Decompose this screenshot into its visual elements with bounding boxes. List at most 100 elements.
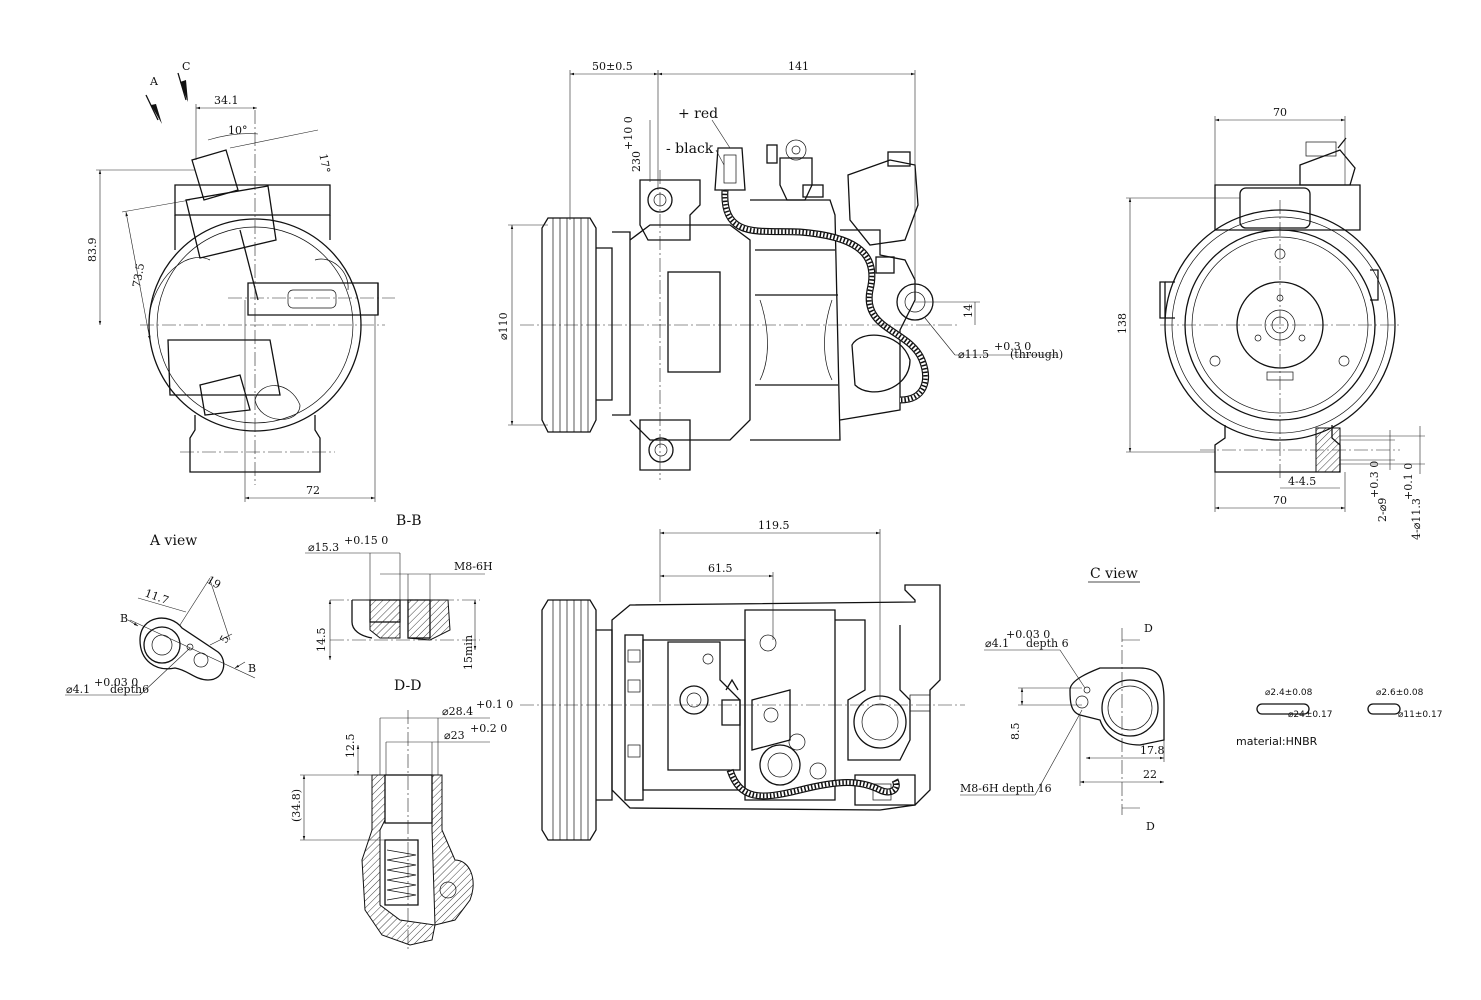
dim-4-4-5: 4-4.5 — [1280, 475, 1340, 489]
wire-labels: + red - black — [666, 106, 731, 166]
dim-15min: 15min — [462, 600, 477, 670]
dim-15-3-tol: +0.15 0 — [344, 534, 388, 547]
dim-22-label: 22 — [1143, 768, 1157, 781]
front-view: + red - black 50±0.5 141 230 +10 0 ⌀110 — [497, 60, 1063, 480]
a-view-title: A view — [149, 533, 197, 549]
dim-11-7-label: 11.7 — [143, 587, 170, 608]
dim-11-7: 11.7 — [137, 587, 187, 613]
dim-34-1: 34.1 — [195, 94, 257, 160]
dim-12-5-label: 12.5 — [344, 734, 357, 759]
dim-11-5-tol: +0.3 0 — [994, 340, 1031, 353]
dim-61-5-label: 61.5 — [708, 562, 733, 575]
dim-230-tol: +10 0 — [622, 116, 635, 150]
dim-61-5: 61.5 — [660, 562, 774, 640]
dim-4-1-c: ⌀4.1 +0.03 0 depth 6 — [984, 628, 1086, 689]
c-view-detail: C view D D ⌀4.1 +0.03 0 depth 6 8.5 17.8 — [960, 566, 1165, 833]
dim-4-1-a: ⌀4.1 +0.03 0 depth6 — [65, 647, 191, 696]
pulley-top — [541, 599, 613, 841]
dim-110-label: ⌀110 — [497, 312, 510, 340]
dim-110: ⌀110 — [497, 224, 548, 426]
end-view: 70 138 4-4.5 70 2-⌀9 +0.3 0 — [1116, 106, 1425, 540]
dim-119-5: 119.5 — [659, 519, 881, 700]
dim-4-1-c-tol: +0.03 0 — [1006, 628, 1050, 641]
view-arrow-a: A — [145, 75, 162, 124]
dim-8-5: 8.5 — [1009, 687, 1082, 741]
dim-m8-c-label: M8-6H depth 16 — [960, 782, 1052, 795]
dim-4-11-3-tol: +0.1 0 — [1402, 463, 1415, 500]
dim-17-8: 17.8 — [1086, 740, 1165, 762]
dim-14-label: 14 — [962, 304, 975, 318]
dim-50-label: 50±0.5 — [592, 60, 633, 73]
section-bb: B-B ⌀15.3 +0.15 0 M8-6H 14.5 15min — [305, 513, 493, 670]
dim-15min-label: 15min — [462, 635, 475, 670]
dim-70-bot-label: 70 — [1273, 494, 1287, 507]
dim-17deg: 17° — [229, 129, 333, 174]
material-note: material:HNBR — [1236, 735, 1318, 748]
dim-73-5: 73.5 — [121, 199, 191, 341]
dim-17deg-label: 17° — [316, 153, 332, 174]
view-arrow-c: C — [177, 60, 190, 102]
dim-34-8-label: (34.8) — [290, 789, 303, 822]
dim-m8-c: M8-6H depth 16 — [960, 709, 1083, 796]
dim-m8-bb-label: M8-6H — [454, 560, 493, 573]
mark-d1: D — [1144, 622, 1153, 635]
dim-23-tol: +0.2 0 — [470, 722, 507, 735]
dim-22: 22 — [1079, 715, 1164, 786]
label-arrow-a: A — [149, 75, 159, 88]
dim-4-1-a-tol: +0.03 0 — [94, 676, 138, 689]
side-view: A C — [86, 60, 395, 502]
dim-230-label: 230 — [630, 151, 643, 172]
dim-4-1-a-label: ⌀4.1 — [66, 683, 90, 696]
dim-70-top-label: 70 — [1273, 106, 1287, 119]
dim-138-label: 138 — [1116, 313, 1129, 334]
dim-19-label: 19 — [205, 573, 224, 591]
o-ring-1-inner: ⌀2.4±0.08 — [1265, 688, 1313, 698]
top-view: 119.5 61.5 — [520, 519, 965, 841]
dim-4-1-c-note: depth 6 — [1026, 637, 1069, 650]
dim-119-5-label: 119.5 — [758, 519, 790, 532]
dim-34-1-label: 34.1 — [214, 94, 239, 107]
dim-17-8-label: 17.8 — [1140, 744, 1165, 757]
section-dd: D-D ⌀28.4 +0.1 0 ⌀23 +0.2 0 12.5 — [290, 678, 513, 950]
dim-11-5-note: (through) — [1010, 348, 1063, 361]
dim-28-4-tol: +0.1 0 — [476, 698, 513, 711]
dim-70-bot: 70 — [1214, 472, 1346, 512]
mark-d2: D — [1146, 820, 1155, 833]
mark-b1: B — [120, 612, 128, 625]
o-ring-1: ⌀2.4±0.08 ⌀24±0.17 — [1256, 688, 1332, 720]
o-ring-2: ⌀2.6±0.08 ⌀11±0.17 — [1367, 688, 1442, 720]
label-red-wire: + red — [678, 106, 718, 122]
dim-83-9-label: 83.9 — [86, 238, 99, 263]
dim-8-5-label: 8.5 — [1009, 723, 1022, 741]
dim-4-1-a-note: depth6 — [110, 683, 149, 696]
dim-5: 5 — [209, 633, 233, 646]
dim-11-5-label: ⌀11.5 — [958, 348, 989, 361]
a-view-detail: A view B B 11.7 19 5 ⌀4.1 +0.03 0 depth — [65, 533, 256, 696]
dim-23: ⌀23 +0.2 0 — [385, 722, 507, 775]
dim-72-label: 72 — [306, 484, 320, 497]
top-cable — [726, 768, 900, 800]
dim-2-9-label: 2-⌀9 — [1376, 498, 1389, 522]
mark-b2: B — [248, 662, 256, 675]
dim-28-4: ⌀28.4 +0.1 0 — [379, 698, 513, 775]
dim-230: 230 +10 0 — [622, 116, 651, 182]
section-bb-title: B-B — [396, 513, 422, 529]
dim-4-11-3-label: 4-⌀11.3 — [1410, 498, 1423, 540]
dim-73-5-label: 73.5 — [130, 262, 147, 288]
dim-141: 141 — [658, 60, 916, 300]
dim-12-5: 12.5 — [344, 734, 385, 776]
dim-10deg: 10° — [207, 124, 259, 141]
dim-83-9: 83.9 — [86, 169, 195, 325]
dim-11-5: ⌀11.5 +0.3 0 (through) — [924, 317, 1063, 361]
c-view-title: C view — [1090, 566, 1138, 582]
dim-72: 72 — [244, 300, 376, 502]
dim-28-4-label: ⌀28.4 — [442, 705, 473, 718]
dim-4-4-5-label: 4-4.5 — [1288, 475, 1316, 488]
o-ring-2-outer: ⌀11±0.17 — [1398, 710, 1442, 720]
o-ring-1-outer: ⌀24±0.17 — [1288, 710, 1332, 720]
dim-19: 19 — [179, 573, 231, 641]
dim-m8-bb: M8-6H — [380, 560, 493, 600]
dim-14-5-label: 14.5 — [315, 628, 328, 653]
dim-138: 138 — [1116, 197, 1240, 453]
